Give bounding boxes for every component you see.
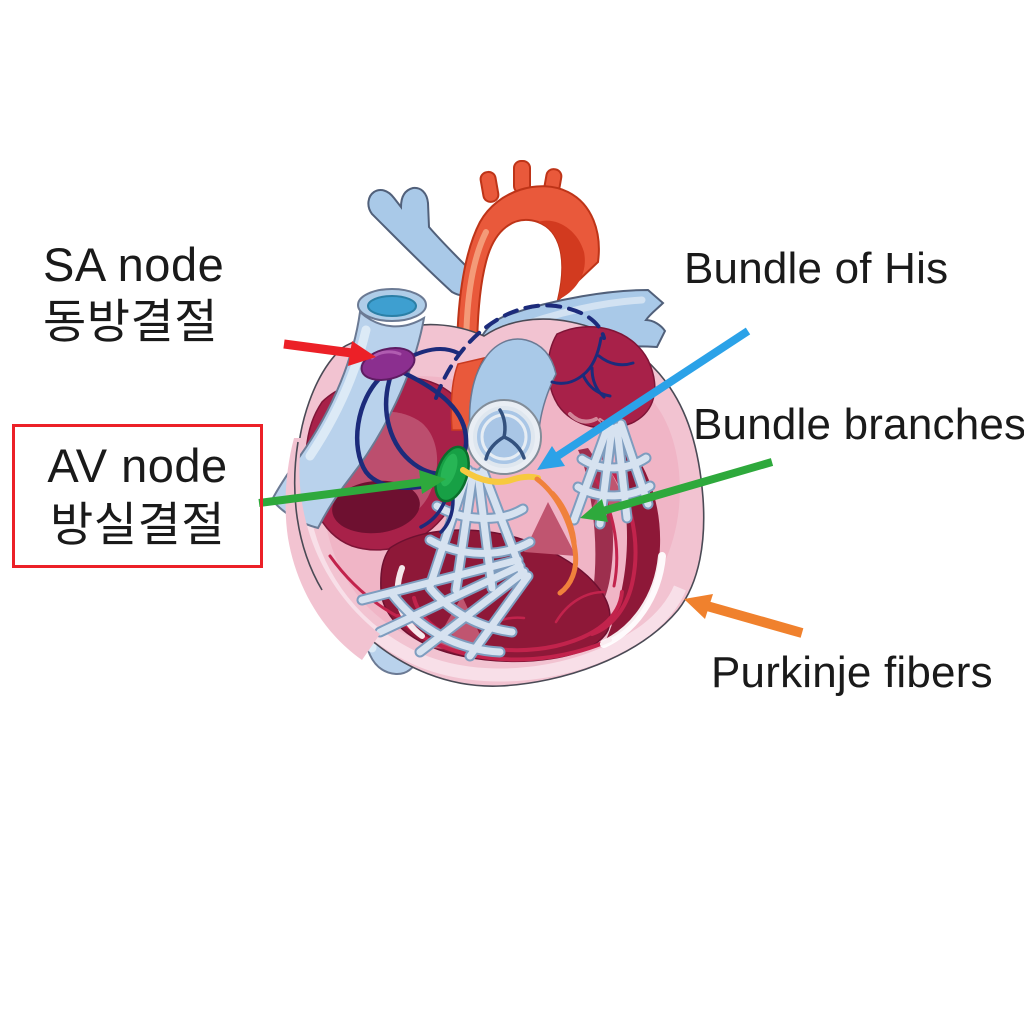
aorta: [455, 160, 600, 441]
bundle-branches-arrow: [580, 458, 774, 522]
av-node-label-en: AV node: [47, 439, 228, 493]
av-node: [434, 445, 470, 503]
bundle-of-his-line: [460, 467, 541, 485]
bundle-of-his-label: Bundle of His: [684, 244, 949, 293]
av-node-label-box: AV node 방실결절: [12, 424, 263, 568]
aortic-valve: [466, 399, 542, 475]
bundle-branches-label: Bundle branches: [693, 400, 1024, 449]
bachmann-dashed-path: [434, 303, 606, 400]
sa-node-label-en: SA node: [43, 238, 225, 291]
purkinje-fibers-label: Purkinje fibers: [711, 648, 993, 697]
av-node-arrow: [258, 470, 446, 507]
sa-node-arrow: [283, 339, 376, 366]
bundle-of-his-arrow: [537, 327, 751, 470]
pulmonary-artery-left-branch: [367, 186, 475, 297]
sa-node-label-ko: 동방결절: [43, 295, 218, 349]
av-node-label-ko: 방실결절: [50, 498, 225, 551]
heart-wall-left-patch: [285, 438, 380, 660]
sa-node-label: SA node 동방결절: [43, 236, 224, 351]
bundle-branch-line: [534, 476, 579, 596]
left-atrium-veins: [550, 336, 635, 399]
annotation-arrows: [258, 327, 804, 638]
purkinje-fibers-arrow: [684, 594, 804, 638]
